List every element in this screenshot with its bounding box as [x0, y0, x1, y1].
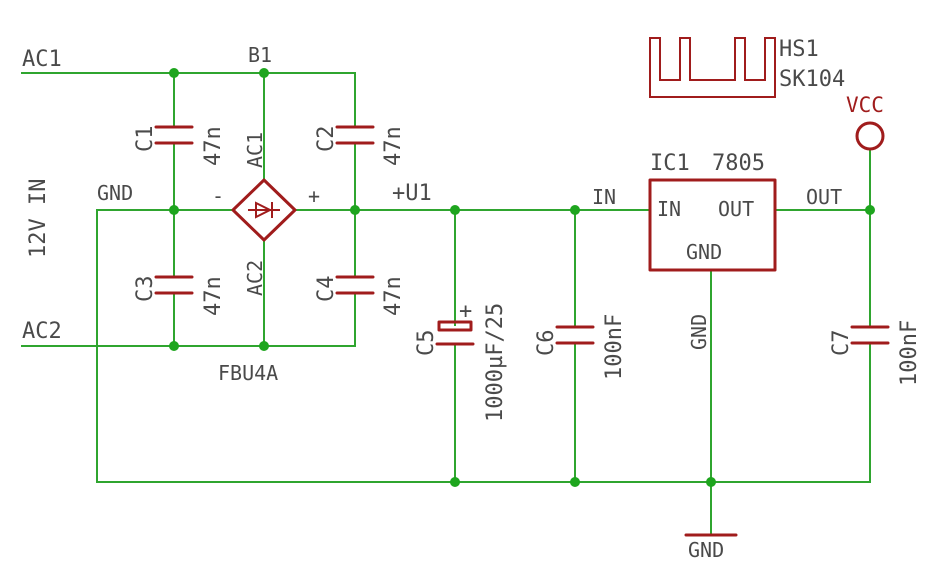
wires [21, 72, 871, 536]
regulator-pin-out: OUT [718, 197, 754, 221]
heatsink-outline [649, 37, 776, 98]
net-out-label: OUT [806, 185, 842, 209]
junction [570, 477, 580, 487]
gnd-input-label: GND [97, 181, 133, 205]
c3-value: 47n [201, 276, 226, 316]
net-in-label: IN [592, 185, 616, 209]
capacitor-symbols [154, 125, 890, 346]
heatsink-icon [649, 37, 776, 98]
net-u1-label: +U1 [392, 181, 432, 206]
c7-value: 100nF [897, 320, 922, 386]
regulator-pin-gnd: GND [686, 240, 722, 264]
junction [350, 205, 360, 215]
labels: AC1 AC2 GND 12V IN B1 FBU4A AC1 AC2 - + … [22, 37, 922, 562]
regulator-name: IC1 [650, 151, 690, 176]
c4-name: C4 [314, 276, 339, 303]
bridge-pin-ac1: AC1 [243, 132, 267, 168]
junction [450, 477, 460, 487]
c3-name: C3 [133, 276, 158, 303]
bridge-diamond [231, 178, 297, 242]
junction [570, 205, 580, 215]
regulator-pin-in: IN [657, 197, 681, 221]
junction [169, 341, 179, 351]
vcc-label: VCC [846, 93, 884, 117]
junction [169, 68, 179, 78]
bridge-pin-ac2: AC2 [243, 260, 267, 296]
junction [450, 205, 460, 215]
c6-value: 100nF [602, 314, 627, 380]
c7-name: C7 [829, 330, 854, 357]
c5-plate-top [437, 320, 473, 332]
bridge-value: FBU4A [218, 361, 278, 385]
c1-value: 47n [201, 126, 226, 166]
junction [865, 205, 875, 215]
gnd-symbol-label: GND [688, 538, 724, 562]
c2-value: 47n [381, 126, 406, 166]
junction [706, 477, 716, 487]
bridge-name: B1 [248, 43, 272, 67]
vcc-symbol [855, 121, 885, 151]
supply-label: 12V IN [26, 179, 51, 258]
regulator-value: 7805 [712, 151, 765, 176]
c5-name: C5 [414, 330, 439, 357]
junctions [169, 68, 875, 487]
vcc-ring-icon [855, 121, 885, 151]
junction [169, 205, 179, 215]
c4-value: 47n [381, 276, 406, 316]
c6-name: C6 [534, 330, 559, 357]
ac2-label: AC2 [22, 319, 62, 344]
c1-name: C1 [133, 126, 158, 153]
bridge-pin-minus: - [212, 184, 224, 208]
c5-polarity: + [459, 299, 472, 324]
net-gnd-label: GND [687, 314, 711, 350]
heatsink-name: HS1 [779, 37, 819, 62]
regulator-body [648, 178, 777, 272]
ac1-label: AC1 [22, 47, 62, 72]
bridge-pin-plus: + [308, 184, 320, 208]
bridge-rectifier [231, 178, 297, 242]
c2-name: C2 [314, 126, 339, 153]
c5-value: 1000µF/25 [483, 303, 508, 422]
regulator [648, 178, 777, 272]
junction [259, 341, 269, 351]
junction [259, 68, 269, 78]
heatsink-value: SK104 [779, 67, 845, 92]
